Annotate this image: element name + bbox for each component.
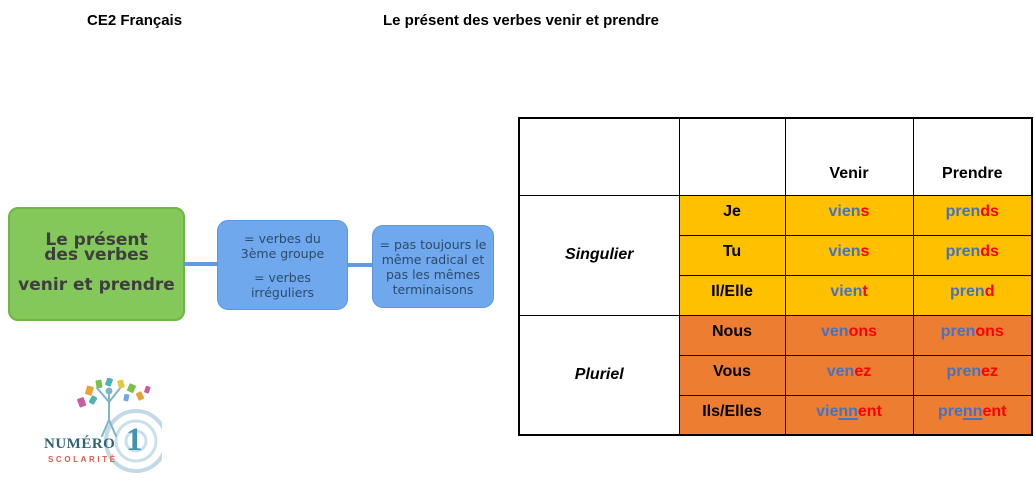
verb-stem: vien: [828, 202, 861, 220]
verb-ending: ent: [857, 402, 882, 420]
connector-line: [183, 262, 219, 266]
venir-conjugation-cell: venons: [784, 314, 914, 356]
connector-line: [345, 263, 374, 267]
page-title: Le présent des verbes venir et prendre: [383, 12, 659, 29]
stick-figure-icon: [96, 386, 122, 437]
confetti-icon: [77, 378, 151, 408]
main-topic-line2: des verbes: [44, 245, 149, 265]
verb-stem: vie: [816, 402, 839, 420]
verb-double-n: nn: [962, 402, 983, 420]
verb-stem: pren: [946, 362, 982, 380]
pronoun-cell: Nous: [678, 314, 786, 356]
verb-ending: s: [860, 242, 870, 260]
note-line: = verbes du: [244, 230, 321, 246]
pronoun-cell: Vous: [678, 354, 786, 396]
note-radical-box: = pas toujours le même radical et pas le…: [372, 225, 494, 308]
note-line: = verbes: [254, 269, 311, 285]
pronoun-cell: Ils/Elles: [678, 394, 786, 436]
verb-stem: pren: [945, 242, 981, 260]
logo-number-one: 1: [126, 422, 143, 458]
logo-brand-text: NUMÉRO: [44, 436, 116, 452]
table-pronoun-header-cell: [678, 117, 786, 196]
verb-ending: s: [860, 202, 870, 220]
verb-ending: d: [984, 282, 995, 300]
verb-stem: pre: [938, 402, 963, 420]
venir-conjugation-cell: viennent: [784, 394, 914, 436]
note-line: pas les mêmes: [386, 266, 480, 282]
prendre-conjugation-cell: prend: [912, 274, 1033, 316]
venir-conjugation-cell: viens: [784, 234, 914, 276]
prendre-conjugation-cell: prenons: [912, 314, 1033, 356]
verb-stem: vien: [828, 242, 861, 260]
note-line: terminaisons: [392, 281, 474, 297]
pronoun-cell: Je: [678, 194, 786, 236]
note-verb-group-para1: = verbes du 3ème groupe: [241, 231, 324, 261]
numero1-scolarite-logo: NUMÉRO 1 SCOLARITÉ: [40, 378, 162, 490]
conjugation-table: Venir Prendre Singulier Je viens prends …: [518, 117, 1033, 436]
verb-ending: ons: [975, 322, 1004, 340]
group-label-singulier: Singulier: [518, 194, 680, 316]
column-header-venir: Venir: [784, 117, 914, 196]
group-label-pluriel: Pluriel: [518, 314, 680, 436]
verb-double-n: nn: [838, 402, 858, 420]
logo-graphic-icon: [77, 378, 162, 473]
venir-conjugation-cell: vient: [784, 274, 914, 316]
verb-ending: ent: [982, 402, 1007, 420]
prendre-conjugation-cell: prends: [912, 194, 1033, 236]
pronoun-cell: Il/Elle: [678, 274, 786, 316]
main-topic-line1: Le présent: [45, 230, 148, 250]
column-header-prendre: Prendre: [912, 117, 1033, 196]
course-label: CE2 Français: [87, 12, 183, 29]
verb-stem: pren: [940, 322, 976, 340]
note-line: même radical et: [381, 251, 485, 267]
verb-ending: ez: [981, 362, 999, 380]
verb-ending: ez: [854, 362, 872, 380]
verb-stem: ven: [826, 362, 855, 380]
verb-stem: pren: [950, 282, 985, 300]
verb-stem: pren: [945, 202, 981, 220]
verb-ending: t: [862, 282, 868, 300]
note-line: 3ème groupe: [240, 245, 325, 261]
venir-conjugation-cell: viens: [784, 194, 914, 236]
main-topic-box: Le présent des verbes venir et prendre: [8, 207, 185, 321]
verb-stem: ven: [820, 322, 849, 340]
table-corner-cell: [518, 117, 680, 196]
verb-ending: ds: [980, 202, 999, 220]
main-topic-line3: venir et prendre: [18, 275, 175, 295]
verb-ending: ons: [848, 322, 878, 340]
logo-tagline: SCOLARITÉ: [48, 455, 118, 464]
note-line: = pas toujours le: [379, 236, 487, 252]
prendre-conjugation-cell: prends: [912, 234, 1033, 276]
note-verb-group-para2: = verbes irréguliers: [251, 270, 314, 300]
verb-ending: ds: [980, 242, 999, 260]
pronoun-cell: Tu: [678, 234, 786, 276]
prendre-conjugation-cell: prennent: [912, 394, 1033, 436]
note-verb-group-box: = verbes du 3ème groupe = verbes irrégul…: [217, 220, 348, 310]
verb-stem: vien: [830, 282, 863, 300]
note-line: irréguliers: [250, 284, 315, 300]
venir-conjugation-cell: venez: [784, 354, 914, 396]
prendre-conjugation-cell: prenez: [912, 354, 1033, 396]
